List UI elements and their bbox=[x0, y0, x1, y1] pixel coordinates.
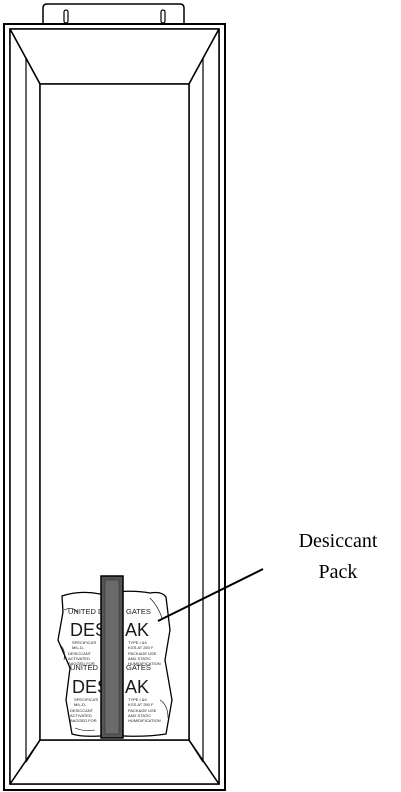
pack-fine-lower-r0: TYPE I &II bbox=[128, 697, 147, 702]
pack-brand-right-upper: AK bbox=[125, 620, 149, 640]
label-line-2: Pack bbox=[318, 561, 358, 583]
pack-brand-left-upper: DES bbox=[70, 620, 107, 640]
pack-fine-lower-l1: MIL-D- bbox=[74, 702, 87, 707]
pack-print-lower: UNITED DES GATES DES AK SPECIFICATI MIL-… bbox=[70, 663, 161, 723]
pack-header-right-lower: GATES bbox=[126, 663, 151, 672]
pack-print-upper: UNITED DES GATES DES AK SPECIFICATI MIL-… bbox=[68, 607, 161, 666]
top-wall bbox=[9, 28, 220, 85]
pack-fine-upper-l4: BAGGED FOR bbox=[68, 661, 95, 666]
pack-fine-lower-r4: HUMIDIFICATION bbox=[128, 718, 161, 723]
pack-header-upper: UNITED DES bbox=[68, 607, 113, 616]
pack-header-right-upper: GATES bbox=[126, 607, 151, 616]
right-wall bbox=[188, 28, 220, 785]
pack-fine-lower-l0: SPECIFICATI bbox=[74, 697, 98, 702]
tab-slot-left bbox=[63, 9, 69, 24]
tab-slot-right bbox=[160, 9, 166, 24]
bottom-wall bbox=[9, 739, 220, 785]
pack-fine-lower-r3: AND STATIC bbox=[128, 713, 151, 718]
pack-fine-lower-l4: BAGGED FOR bbox=[70, 718, 97, 723]
mounting-tab bbox=[42, 3, 185, 24]
pack-fine-upper-r3: AND STATIC bbox=[128, 656, 151, 661]
pack-fine-upper-r1: KGS AT 250 F bbox=[128, 645, 154, 650]
desiccant-pack-label: Desiccant Pack bbox=[276, 526, 400, 588]
pack-fine-upper-r2: PACKAGE USE bbox=[128, 651, 157, 656]
retaining-strap-highlight bbox=[104, 579, 120, 735]
pack-brand-left-lower: DES bbox=[72, 677, 109, 697]
pack-header-lower: UNITED DES bbox=[70, 663, 115, 672]
left-wall bbox=[9, 28, 41, 785]
pack-fine-lower-r2: PACKAGE USE bbox=[128, 708, 157, 713]
pack-fine-lower-l3: ACTIVATED bbox=[70, 713, 92, 718]
pack-fine-upper-r4: HUMIDIFICATION bbox=[128, 661, 161, 666]
pack-brand-right-lower: AK bbox=[125, 677, 149, 697]
callout-leader-line bbox=[157, 568, 264, 622]
wall-inner-lines bbox=[25, 57, 204, 763]
pack-fine-upper-l0: SPECIFICATI bbox=[72, 640, 96, 645]
label-line-1: Desiccant bbox=[298, 530, 378, 552]
pack-fine-upper-l1: MIL-D- bbox=[72, 645, 85, 650]
pack-fine-lower-l2: DESICCANT bbox=[70, 708, 94, 713]
pack-fine-upper-l3: ACTIVATED bbox=[68, 656, 90, 661]
pack-fine-lower-r1: KGS AT 250 F bbox=[128, 702, 154, 707]
pack-fine-upper-r0: TYPE I &II bbox=[128, 640, 147, 645]
pack-fine-upper-l2: DESICCANT bbox=[68, 651, 92, 656]
desiccant-pack: UNITED DES GATES DES AK SPECIFICATI MIL-… bbox=[57, 575, 173, 739]
